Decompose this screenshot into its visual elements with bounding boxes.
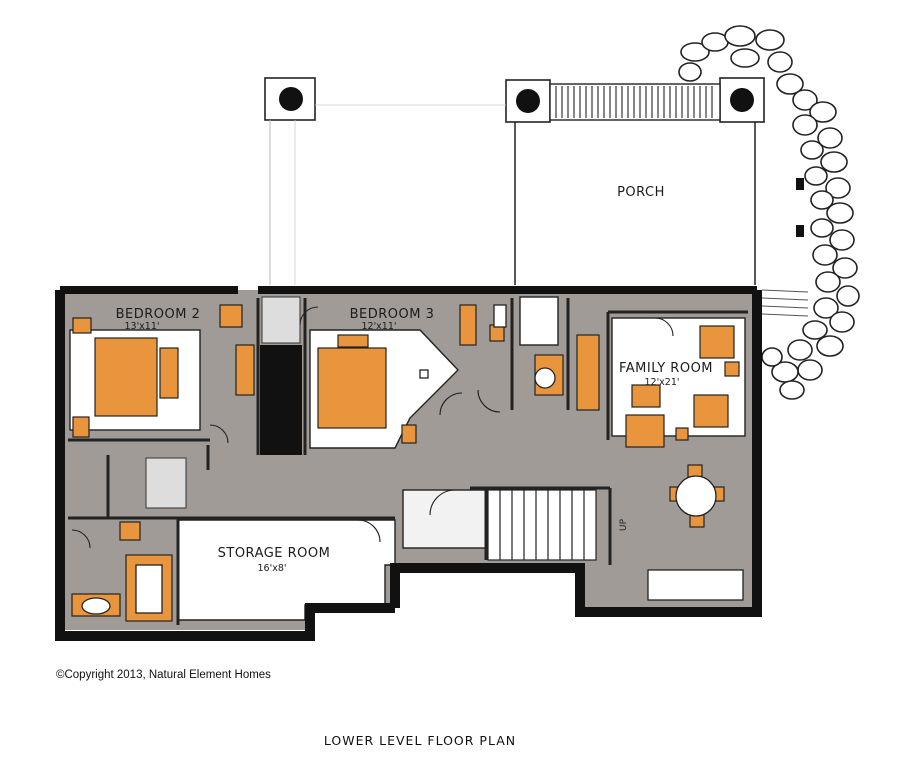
room-dims-bedroom-3: 12'x11' <box>361 321 397 332</box>
walls <box>55 286 762 641</box>
stairs <box>487 489 597 561</box>
plan-title: LOWER LEVEL FLOOR PLAN <box>323 733 517 748</box>
room-label-storage-room: STORAGE ROOM <box>217 546 331 561</box>
room-label-porch: PORCH <box>617 185 665 200</box>
room-label-bedroom-3: BEDROOM 3 <box>349 307 435 322</box>
copyright-text: ©Copyright 2013, Natural Element Homes <box>56 669 271 681</box>
stone-wall <box>678 25 860 400</box>
porch-structure <box>264 77 804 285</box>
room-dims-bedroom-2: 13'x11' <box>124 321 160 332</box>
room-dims-family-room: 12'x21' <box>644 377 680 388</box>
room-label-bedroom-2: BEDROOM 2 <box>115 307 201 322</box>
room-label-family-room: FAMILY ROOM <box>618 361 714 376</box>
furniture <box>71 304 740 622</box>
room-dims-storage-room: 16'x8' <box>257 563 287 574</box>
stair-up-label: UP <box>619 518 630 532</box>
